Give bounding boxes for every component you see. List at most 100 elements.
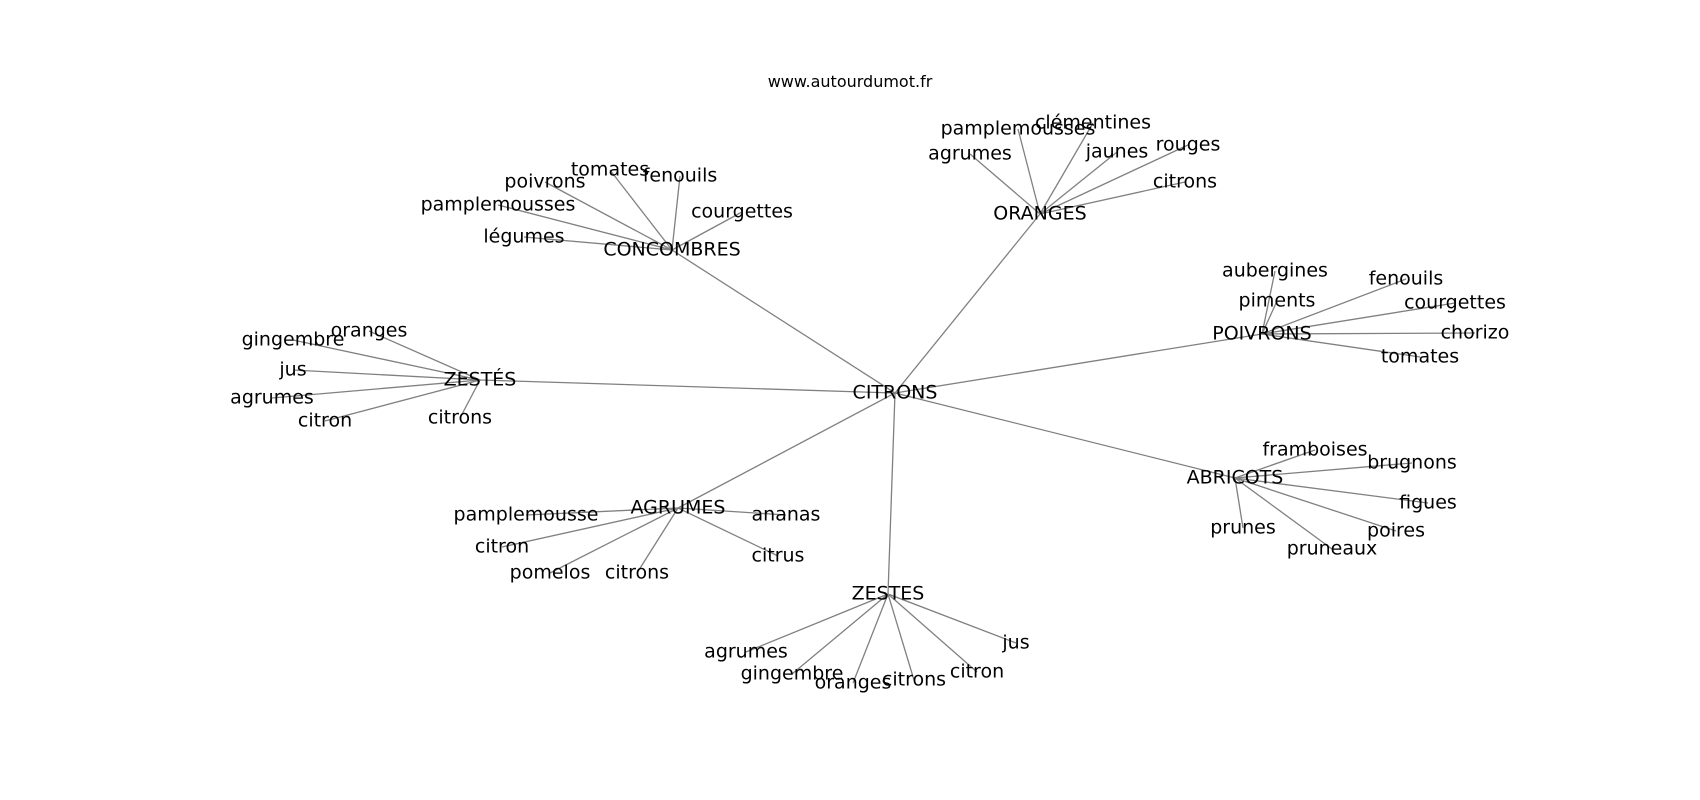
edge-cluster-to-leaf bbox=[1261, 333, 1421, 358]
edge-cluster-to-leaf bbox=[1234, 477, 1333, 550]
edge-cluster-to-leaf bbox=[523, 236, 673, 251]
cluster-node-label: ZESTES bbox=[852, 583, 925, 605]
leaf-node-label: chorizo bbox=[1441, 322, 1510, 344]
site-watermark: www.autourdumot.fr bbox=[767, 72, 933, 91]
edge-cluster-to-leaf bbox=[671, 211, 743, 251]
leaf-node-label: poires bbox=[1367, 520, 1425, 542]
edge-cluster-to-leaf bbox=[887, 593, 978, 673]
edge-cluster-to-leaf bbox=[609, 169, 673, 251]
leaf-node-label: citron bbox=[475, 536, 529, 558]
edge-cluster-to-leaf bbox=[745, 593, 889, 653]
edge-cluster-to-leaf bbox=[271, 379, 481, 399]
edge-cluster-to-leaf bbox=[1039, 144, 1189, 215]
leaf-node-label: pamplemousses bbox=[941, 118, 1096, 140]
leaf-node-label: citrons bbox=[882, 669, 946, 691]
edge-cluster-to-leaf bbox=[1234, 477, 1244, 529]
leaf-node-label: citrons bbox=[428, 407, 492, 429]
edge-cluster-to-leaf bbox=[1039, 151, 1118, 215]
leaf-node-label: oranges bbox=[815, 672, 892, 694]
edge-cluster-to-leaf bbox=[677, 507, 787, 516]
cluster-node-label: AGRUMES bbox=[631, 497, 726, 519]
leaf-node-label: agrumes bbox=[230, 387, 314, 409]
leaf-node-label: poivrons bbox=[504, 171, 585, 193]
leaf-node-label: agrumes bbox=[928, 143, 1012, 165]
edge-cluster-to-leaf bbox=[1261, 302, 1456, 335]
cluster-node-label: ABRICOTS bbox=[1187, 467, 1284, 489]
leaf-node-label: fenouils bbox=[1369, 268, 1444, 290]
leaf-node-label: agrumes bbox=[704, 641, 788, 663]
leaf-node-label: courgettes bbox=[1404, 292, 1506, 314]
edge-root-to-cluster bbox=[671, 249, 896, 394]
leaf-node-label: oranges bbox=[331, 320, 408, 342]
leaf-node-label: clémentines bbox=[1035, 112, 1151, 134]
leaf-node-label: citron bbox=[950, 661, 1004, 683]
leaf-node-label: citrons bbox=[1153, 171, 1217, 193]
cluster-node-label: POIVRONS bbox=[1212, 323, 1311, 345]
edge-cluster-to-leaf bbox=[887, 593, 915, 681]
edge-cluster-to-leaf bbox=[324, 379, 481, 422]
edge-cluster-to-leaf bbox=[887, 593, 1017, 644]
root-node-label: CITRONS bbox=[853, 382, 938, 404]
edge-cluster-to-leaf bbox=[1234, 477, 1397, 532]
labels-layer: CITRONS CONCOMBRES tomates fenouils poivrons… bbox=[230, 112, 1509, 694]
edge-cluster-to-leaf bbox=[1261, 278, 1407, 335]
edge-cluster-to-leaf bbox=[525, 507, 679, 516]
edge-cluster-to-leaf bbox=[549, 507, 679, 574]
edge-cluster-to-leaf bbox=[671, 175, 681, 251]
leaf-node-label: légumes bbox=[483, 226, 564, 248]
edge-root-to-cluster bbox=[887, 392, 896, 595]
leaf-node-label: brugnons bbox=[1367, 452, 1457, 474]
leaf-node-label: ananas bbox=[752, 504, 821, 526]
leaf-node-label: pamplemousse bbox=[454, 504, 599, 526]
cluster-node-label: CONCOMBRES bbox=[603, 239, 740, 261]
leaf-node-label: jus bbox=[1001, 632, 1029, 654]
leaf-node-label: courgettes bbox=[691, 201, 793, 223]
edge-cluster-to-leaf bbox=[1234, 462, 1413, 479]
edge-cluster-to-leaf bbox=[1261, 332, 1476, 335]
edge-cluster-to-leaf bbox=[368, 330, 481, 381]
leaf-node-label: citron bbox=[298, 410, 352, 432]
leaf-node-label: gingembre bbox=[741, 663, 844, 685]
edge-cluster-to-leaf bbox=[459, 379, 481, 419]
leaf-node-label: citrus bbox=[752, 545, 805, 567]
edge-cluster-to-leaf bbox=[1039, 122, 1094, 215]
edge-cluster-to-leaf bbox=[677, 507, 779, 557]
edge-cluster-to-leaf bbox=[1234, 477, 1429, 504]
edge-cluster-to-leaf bbox=[1017, 128, 1041, 215]
edge-root-to-cluster bbox=[894, 392, 1236, 479]
edge-cluster-to-leaf bbox=[497, 204, 673, 251]
leaf-node-label: jaunes bbox=[1085, 141, 1149, 163]
edge-cluster-to-leaf bbox=[1261, 270, 1276, 335]
cluster-node-label: ZESTÉS bbox=[444, 368, 517, 391]
leaf-node-label: tomates bbox=[1381, 346, 1459, 368]
leaf-node-label: tomates bbox=[571, 159, 649, 181]
leaf-node-label: pomelos bbox=[510, 562, 591, 584]
edge-cluster-to-leaf bbox=[501, 507, 679, 548]
edge-cluster-to-leaf bbox=[852, 593, 889, 684]
leaf-node-label: pruneaux bbox=[1287, 538, 1378, 560]
leaf-node-label: jus bbox=[278, 359, 306, 381]
edge-cluster-to-leaf bbox=[1039, 181, 1186, 215]
edge-cluster-to-leaf bbox=[544, 181, 673, 251]
edge-root-to-cluster bbox=[894, 213, 1041, 394]
edge-cluster-to-leaf bbox=[1234, 449, 1316, 479]
edge-root-to-cluster bbox=[677, 392, 896, 509]
leaf-node-label: citrons bbox=[605, 562, 669, 584]
leaf-node-label: figues bbox=[1399, 492, 1457, 514]
edge-cluster-to-leaf bbox=[1261, 300, 1278, 335]
leaf-node-label: pamplemousses bbox=[421, 194, 576, 216]
leaf-node-label: gingembre bbox=[242, 329, 345, 351]
edge-cluster-to-leaf bbox=[791, 593, 889, 675]
edge-root-to-cluster bbox=[894, 333, 1263, 394]
leaf-node-label: piments bbox=[1239, 290, 1316, 312]
leaf-node-label: aubergines bbox=[1222, 260, 1328, 282]
cluster-node-label: ORANGES bbox=[993, 203, 1086, 225]
edge-cluster-to-leaf bbox=[636, 507, 679, 574]
edge-cluster-to-leaf bbox=[292, 339, 481, 381]
leaf-node-label: framboises bbox=[1262, 439, 1367, 461]
leaf-node-label: prunes bbox=[1210, 517, 1276, 539]
edge-cluster-to-leaf bbox=[969, 153, 1041, 215]
leaf-node-label: rouges bbox=[1156, 134, 1221, 156]
edge-cluster-to-leaf bbox=[292, 369, 481, 381]
